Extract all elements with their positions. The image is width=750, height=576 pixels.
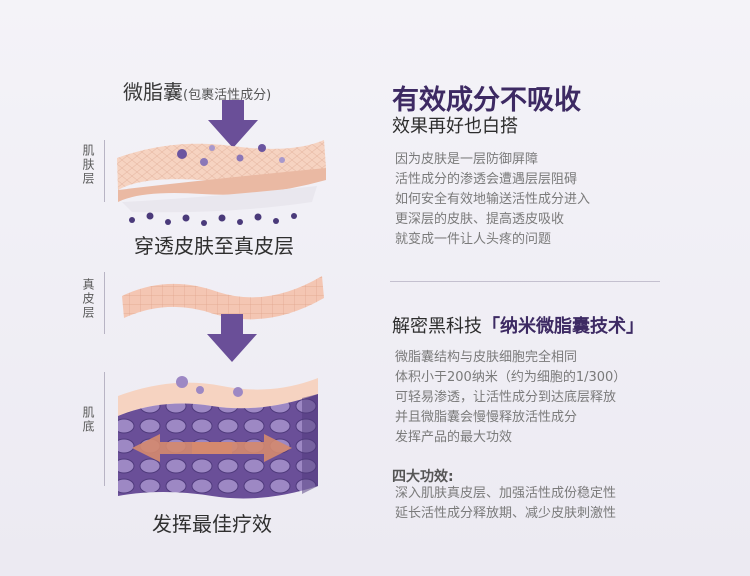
dermis-layer-label: 真皮层 — [81, 278, 95, 320]
caption-effect: 发挥最佳疗效 — [152, 512, 272, 536]
base-layer-bracket — [98, 372, 105, 486]
main-heading: 有效成分不吸收 — [392, 85, 581, 116]
skin-base-illustration — [118, 376, 318, 499]
tech-heading-accent: 「纳米微脂囊技术」 — [482, 316, 644, 337]
down-arrow-icon — [208, 100, 258, 148]
capsule-title-text: 微脂囊 — [123, 80, 183, 104]
intro-line: 如何安全有效地输送活性成分进入 — [395, 192, 591, 207]
capsule-title: 微脂囊(包裹活性成分) — [123, 76, 271, 105]
tech-paragraph: 微脂囊结构与皮肤细胞完全相同 体积小于200纳米（约为细胞的1/300） 可轻易… — [395, 348, 626, 448]
tech-line: 可轻易渗透，让活性成分到达底层释放 — [395, 390, 617, 405]
dermis-illustration — [122, 276, 324, 320]
benefits-line: 延长活性成分释放期、减少皮肤刺激性 — [395, 506, 617, 521]
tech-line: 发挥产品的最大功效 — [395, 430, 513, 445]
main-subheading: 效果再好也白搭 — [392, 116, 518, 137]
benefits-paragraph: 深入肌肤真皮层、加强活性成份稳定性 延长活性成分释放期、减少皮肤刺激性 — [395, 484, 616, 524]
caption-penetrate: 穿透皮肤至真皮层 — [134, 234, 294, 258]
skin-layer-illustration — [117, 140, 326, 226]
tech-heading: 解密黑科技「纳米微脂囊技术」 — [392, 312, 644, 338]
skin-layer-label: 肌肤层 — [81, 144, 95, 186]
tech-heading-prefix: 解密黑科技 — [392, 316, 482, 337]
tech-line: 并且微脂囊会慢慢释放活性成分 — [395, 410, 578, 425]
intro-line: 更深层的皮肤、提高透皮吸收 — [395, 212, 565, 227]
down-arrow-icon-2 — [207, 314, 257, 362]
intro-paragraph: 因为皮肤是一层防御屏障 活性成分的渗透会遭遇层层阻碍 如何安全有效地输送活性成分… — [395, 150, 590, 250]
benefits-heading: 四大功效: — [392, 469, 454, 485]
dermis-layer-bracket — [98, 272, 105, 334]
section-divider — [390, 281, 660, 282]
intro-line: 活性成分的渗透会遭遇层层阻碍 — [395, 172, 578, 187]
capsule-subtitle: (包裹活性成分) — [183, 88, 272, 103]
tech-line: 体积小于200纳米（约为细胞的1/300） — [395, 370, 627, 385]
skin-layer-bracket — [98, 140, 105, 202]
base-layer-label: 肌底 — [81, 406, 95, 434]
intro-line: 因为皮肤是一层防御屏障 — [395, 152, 539, 167]
intro-line: 就变成一件让人头疼的问题 — [395, 232, 552, 247]
tech-line: 微脂囊结构与皮肤细胞完全相同 — [395, 350, 578, 365]
benefits-line: 深入肌肤真皮层、加强活性成份稳定性 — [395, 486, 617, 501]
